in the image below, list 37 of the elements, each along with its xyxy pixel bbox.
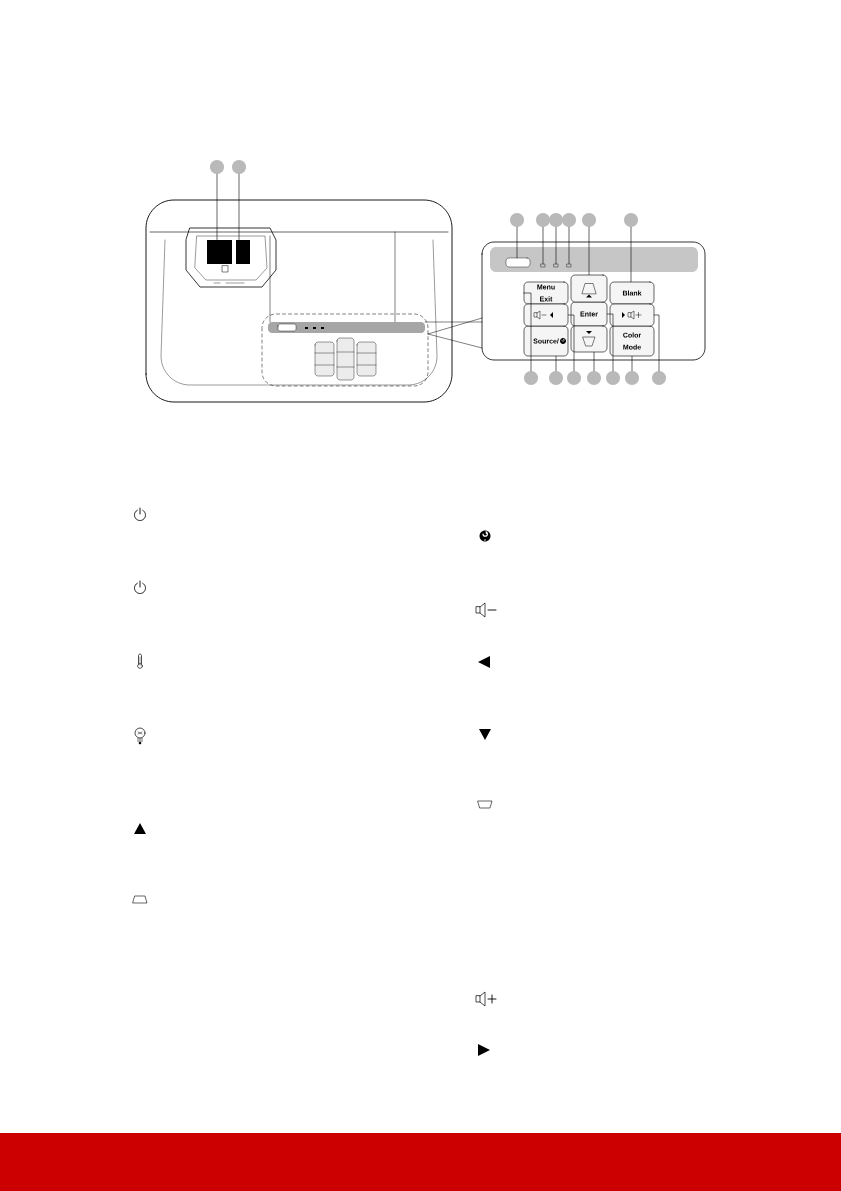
leader-line: [588, 226, 590, 275]
callout-circle: [562, 213, 576, 227]
leader-line: [568, 314, 575, 372]
indicator-light: [553, 263, 559, 268]
leader-line: [607, 313, 614, 372]
leader-line: [555, 226, 557, 265]
callout-circle: [210, 160, 224, 174]
callout-circle: [625, 371, 639, 385]
callout-circle: [587, 371, 601, 385]
leader-line: [631, 356, 633, 372]
callout-circle: [549, 213, 563, 227]
key-button: [570, 274, 608, 303]
indicator-light: [540, 263, 546, 268]
leader-line: [630, 226, 632, 282]
leader-line: [238, 173, 240, 241]
callout-circle: [567, 371, 581, 385]
leader-line: [542, 226, 544, 265]
callout-circle: [652, 371, 666, 385]
leader-line: [568, 226, 570, 265]
callout-circle: [624, 213, 638, 227]
speaker-grille: [236, 240, 250, 264]
leader-line: [523, 292, 532, 372]
leader-line: [555, 356, 557, 372]
callout-circle: [536, 213, 550, 227]
callout-circle: [510, 213, 524, 227]
power-button: [505, 257, 531, 268]
speaker-grille: [207, 240, 232, 264]
callout-circle: [524, 371, 538, 385]
leader-line: [654, 314, 660, 372]
callout-circle: [232, 160, 246, 174]
leader-line: [516, 226, 518, 259]
leader-line: [216, 173, 218, 241]
callout-circle: [582, 213, 596, 227]
leader-line: [593, 352, 595, 372]
callout-circle: [549, 371, 563, 385]
callout-circle: [606, 371, 620, 385]
indicator-light: [566, 263, 572, 268]
